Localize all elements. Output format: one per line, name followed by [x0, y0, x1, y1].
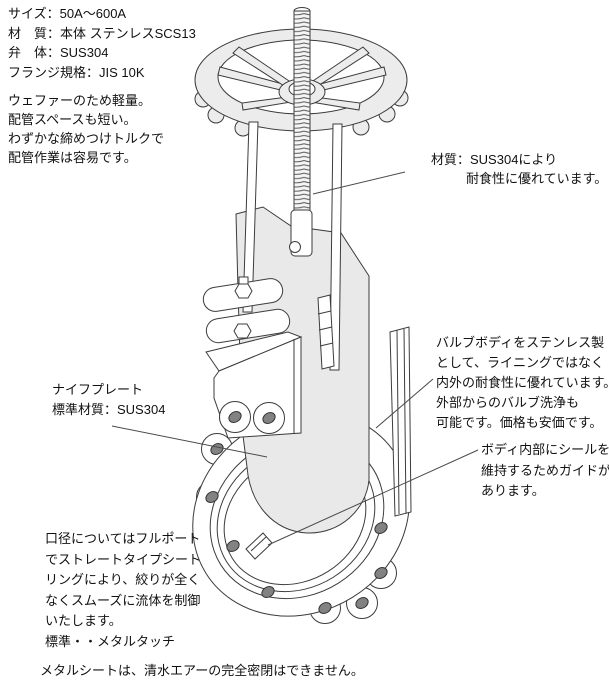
footer-note: メタルシートは、清水エアーの完全密閉はできません。 [40, 663, 364, 678]
leader-knife-plate [112, 426, 267, 457]
leader-stem-material [313, 172, 405, 194]
features-block: ウェファーのため軽量。 配管スペースも短い。 わずかな締めつけトルクで 配管作業… [8, 91, 164, 167]
clevis-pin [290, 242, 301, 253]
feature-line: 配管作業は容易です。 [8, 150, 137, 165]
gland-nut-lower [234, 324, 251, 338]
feature-line: わずかな締めつけトルクで [8, 131, 165, 146]
yoke-post-left [243, 122, 258, 312]
spec-line-size: サイズ：50A～600A [8, 6, 127, 21]
annotation-bore: 口径についてはフルポート でストレートタイプシート リングにより、絞りが全く な… [45, 531, 202, 649]
annotation-stem-material: 材質：SUS304により 耐食性に優れています。 [431, 152, 608, 186]
gland [202, 277, 292, 345]
leader-lines [112, 172, 478, 545]
yoke-post-right [330, 124, 342, 370]
spec-line-gate: 弁 体：SUS304 [8, 45, 109, 60]
gland-nut-upper [235, 284, 252, 298]
spec-block: サイズ：50A～600A 材 質：本体 ステンレスSCS13 弁 体：SUS30… [8, 4, 196, 82]
feature-line: 配管スペースも短い。 [8, 112, 137, 127]
stem [290, 8, 313, 257]
leader-valve-body [376, 379, 433, 428]
annotation-seal-guide: ボディ内部にシールを 維持するためガイドが あります。 [481, 442, 609, 498]
yoke [243, 122, 342, 370]
spec-line-flange-std: フランジ規格：JIS 10K [8, 64, 145, 80]
handwheel-spokes [218, 47, 386, 110]
annotation-knife-plate: ナイフプレート 標準材質：SUS304 [52, 382, 166, 417]
annotation-valve-body: バルブボディをステンレス製 として、ライニングではなく 内外の耐食性に優れていま… [436, 335, 609, 430]
gate-guide-rail [318, 295, 334, 369]
feature-line: ウェファーのため軽量。 [8, 93, 152, 108]
leader-seal-guide [268, 450, 478, 545]
spec-line-material: 材 質：本体 ステンレスSCS13 [8, 25, 196, 41]
stem-threads [294, 11, 310, 212]
